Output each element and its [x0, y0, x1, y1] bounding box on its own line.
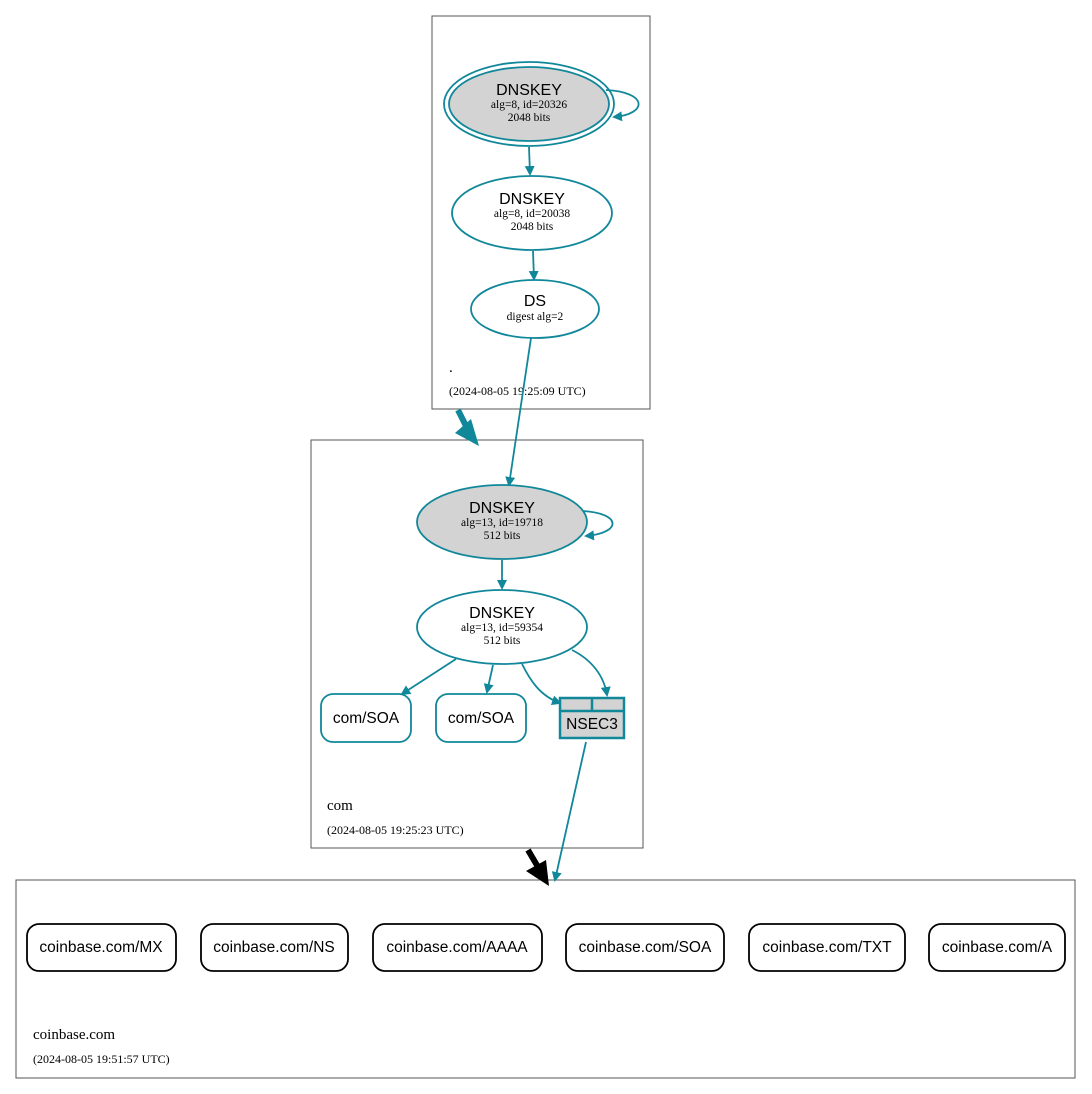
rrset-mx-label: coinbase.com/MX — [39, 939, 163, 956]
root-zsk-alg: alg=8, id=20038 — [494, 208, 570, 220]
edge-com-zsk-soa1 — [400, 658, 457, 696]
root-ds-digest: digest alg=2 — [507, 311, 564, 323]
com-soa-1-label: com/SOA — [333, 710, 400, 727]
rrset-aaaa-node[interactable]: coinbase.com/AAAA — [372, 923, 543, 972]
edge-root-ksk-zsk — [524, 146, 535, 176]
edge-root-ksk-self — [605, 89, 640, 122]
zone-root-name: . — [449, 360, 453, 376]
rrset-soa-node[interactable]: coinbase.com/SOA — [565, 923, 725, 972]
edge-com-zsk-nsec3-b — [571, 649, 611, 697]
com-nsec3-label: NSEC3 — [566, 716, 618, 733]
root-zsk-node[interactable]: DNSKEY alg=8, id=20038 2048 bits — [451, 175, 613, 251]
rrset-aaaa-label: coinbase.com/AAAA — [386, 939, 528, 956]
com-soa-1-node[interactable]: com/SOA — [320, 693, 412, 743]
zone-root-box — [431, 15, 651, 410]
edge-com-zsk-soa2 — [483, 664, 494, 694]
com-soa-2-node[interactable]: com/SOA — [435, 693, 527, 743]
com-zsk-node[interactable]: DNSKEY alg=13, id=59354 512 bits — [416, 589, 588, 665]
root-ksk-node[interactable]: DNSKEY alg=8, id=20326 2048 bits — [443, 61, 615, 147]
rrset-a-node[interactable]: coinbase.com/A — [928, 923, 1066, 972]
com-ksk-title: DNSKEY — [469, 500, 535, 517]
com-zsk-title: DNSKEY — [469, 605, 535, 622]
com-nsec3-node[interactable]: NSEC3 — [558, 696, 626, 740]
delegation-com-coinbase-arrow — [525, 848, 549, 886]
root-zsk-title: DNSKEY — [499, 191, 565, 208]
rrset-a-label: coinbase.com/A — [942, 939, 1053, 956]
edge-root-zsk-ds — [528, 250, 539, 281]
zone-coinbase-name: coinbase.com — [33, 1027, 115, 1043]
zone-root-timestamp: (2024-08-05 19:25:09 UTC) — [449, 384, 586, 398]
edge-nsec3-coinbase — [551, 741, 587, 882]
com-ksk-alg: alg=13, id=19718 — [461, 517, 543, 529]
root-ksk-title: DNSKEY — [496, 82, 562, 99]
delegation-root-com-arrow — [455, 408, 479, 446]
com-ksk-node[interactable]: DNSKEY alg=13, id=19718 512 bits — [416, 484, 588, 560]
edge-ds-com-ksk — [505, 337, 532, 487]
com-zsk-alg: alg=13, id=59354 — [461, 622, 543, 634]
root-ds-title: DS — [524, 293, 546, 310]
edge-com-zsk-nsec3-a — [521, 663, 562, 706]
com-zsk-bits: 512 bits — [484, 635, 521, 647]
rrset-mx-node[interactable]: coinbase.com/MX — [26, 923, 177, 972]
zone-com-name: com — [327, 798, 353, 814]
rrset-ns-label: coinbase.com/NS — [213, 939, 334, 956]
root-ds-node[interactable]: DS digest alg=2 — [470, 279, 600, 339]
root-ksk-alg: alg=8, id=20326 — [491, 99, 567, 111]
rrset-txt-label: coinbase.com/TXT — [762, 939, 892, 956]
zone-coinbase-box — [15, 879, 1076, 1079]
rrset-txt-node[interactable]: coinbase.com/TXT — [748, 923, 906, 972]
zone-coinbase-timestamp: (2024-08-05 19:51:57 UTC) — [33, 1052, 170, 1066]
rrset-ns-node[interactable]: coinbase.com/NS — [200, 923, 349, 972]
com-ksk-bits: 512 bits — [484, 530, 521, 542]
com-soa-2-label: com/SOA — [448, 710, 515, 727]
zone-com-timestamp: (2024-08-05 19:25:23 UTC) — [327, 823, 464, 837]
edge-com-ksk-self — [581, 510, 614, 541]
root-zsk-bits: 2048 bits — [511, 221, 554, 233]
root-ksk-bits: 2048 bits — [508, 112, 551, 124]
rrset-soa-label: coinbase.com/SOA — [579, 939, 712, 956]
